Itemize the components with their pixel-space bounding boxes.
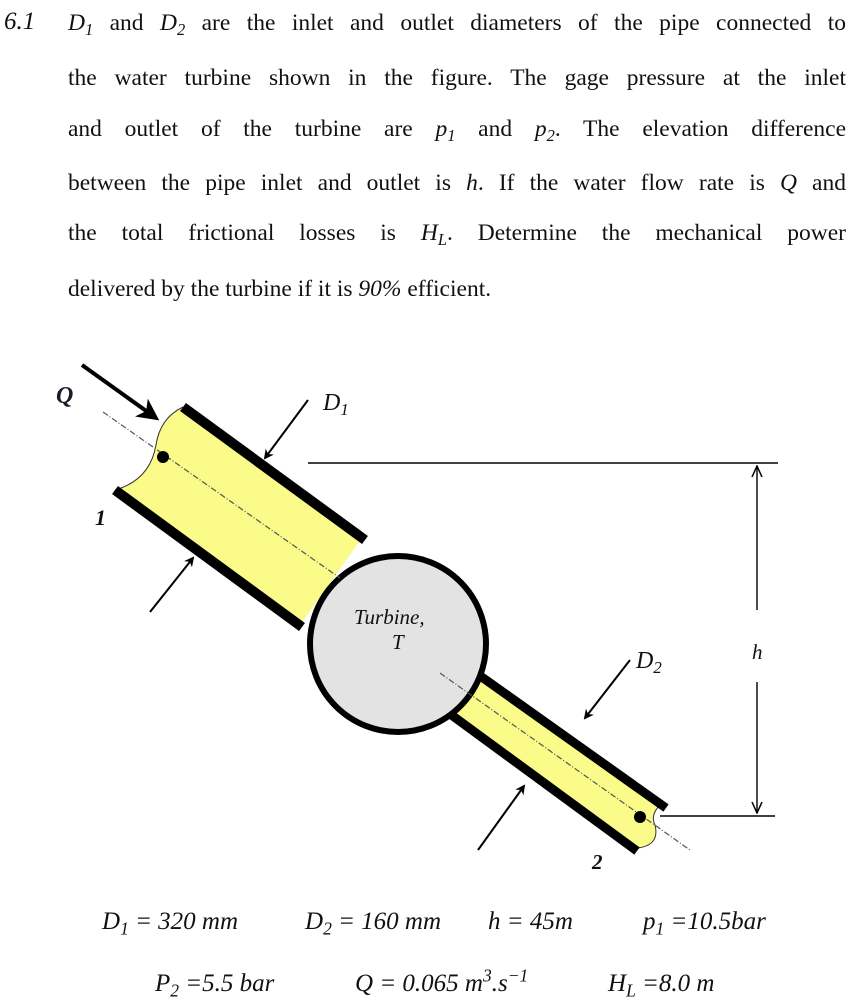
- d2-upper-arrow-icon: [583, 659, 631, 720]
- d1-label: D1: [323, 390, 349, 420]
- given-h: h = 45m: [488, 908, 573, 936]
- text: . If the water flow rate is: [477, 170, 780, 196]
- inlet-pipe-lower-wall: [112, 485, 305, 632]
- sub: L: [437, 229, 447, 249]
- elevation-label: h: [750, 640, 765, 665]
- given-values: D1 = 320 mm D2 = 160 mm h = 45m p1 =10.5…: [0, 900, 850, 1008]
- var-p2: p: [534, 116, 547, 142]
- var-d2: D: [159, 10, 177, 36]
- text: . The elevation difference: [554, 116, 847, 142]
- inlet-pipe: [115, 407, 362, 625]
- var-p1: p: [435, 116, 448, 142]
- var: D: [323, 390, 341, 416]
- sub-2: 2: [176, 19, 186, 39]
- sub: 2: [546, 125, 555, 145]
- station-2-point: [634, 811, 646, 823]
- statement-line-1: D1 and D2 are the inlet and outlet diame…: [68, 8, 846, 38]
- statement-line-5: the total frictional losses is HL. Deter…: [68, 218, 846, 248]
- sub: 1: [447, 125, 456, 145]
- d2-lower-arrow-icon: [477, 784, 526, 851]
- given-d2: D2 = 160 mm: [305, 908, 442, 939]
- given-q: Q = 0.065 m3.s−1: [355, 967, 528, 998]
- statement-line-3: and outlet of the turbine are p1 and p2.…: [68, 114, 846, 144]
- sub: 1: [340, 400, 349, 420]
- var: D: [305, 908, 324, 935]
- text: between the pipe inlet and outlet is: [68, 170, 467, 196]
- var-q: Q: [779, 170, 797, 196]
- given-hl: HL =8.0 m: [608, 970, 715, 1001]
- outlet-centerline: [439, 672, 691, 851]
- statement-line-4: between the pipe inlet and outlet is h. …: [68, 168, 846, 198]
- elevation-dimension: [308, 462, 778, 817]
- var: Q: [355, 970, 374, 997]
- d1-upper-arrow-icon: [263, 399, 309, 460]
- var-hl: H: [420, 220, 438, 246]
- var: D: [102, 908, 121, 935]
- unit: .s: [491, 970, 508, 997]
- var: H: [608, 970, 627, 997]
- given-d1: D1 = 320 mm: [102, 908, 239, 939]
- d2-label: D2: [636, 648, 662, 678]
- flow-arrow-icon: [80, 363, 160, 421]
- d1-lower-arrow-icon: [149, 556, 195, 613]
- inlet-pipe-upper-wall: [180, 402, 368, 545]
- value: =10.5bar: [664, 908, 766, 935]
- text: are the inlet and outlet diameters of th…: [185, 10, 846, 36]
- text: efficient.: [401, 276, 492, 302]
- sub: 2: [170, 980, 180, 1001]
- sup: 3: [483, 965, 492, 986]
- text: . Determine the mechanical power: [446, 220, 846, 246]
- text: the total frictional losses is: [68, 220, 421, 246]
- outlet-pipe-upper-wall: [452, 654, 669, 812]
- sub: 1: [655, 918, 665, 939]
- outlet-pipe-lower-wall: [443, 707, 640, 855]
- statement-line-6: delivered by the turbine if it is 90% ef…: [68, 274, 846, 304]
- turbine-label-line2: T: [392, 630, 404, 654]
- sub: 2: [323, 918, 332, 939]
- station-2-label: 2: [592, 850, 603, 874]
- text: and: [796, 170, 846, 196]
- inlet-centerline: [102, 411, 341, 579]
- var: p: [643, 908, 656, 935]
- var: P: [155, 970, 171, 997]
- sub-1: 1: [84, 19, 94, 39]
- sub: 2: [653, 658, 662, 678]
- var-d1: D: [68, 10, 85, 36]
- turbine-body: [307, 553, 489, 735]
- pipe-turbine-diagram: [80, 363, 778, 855]
- turbine-label-line1: Turbine,: [354, 605, 425, 629]
- station-1-point: [157, 451, 169, 463]
- value: = 160 mm: [331, 908, 442, 935]
- var-h: h: [466, 170, 478, 196]
- sub: L: [626, 980, 636, 1001]
- problem-number: 6.1: [4, 8, 36, 35]
- sup: −1: [507, 965, 529, 986]
- value: = 45m: [500, 908, 573, 935]
- var: D: [636, 648, 654, 674]
- text: and: [93, 10, 160, 36]
- station-1-label: 1: [95, 505, 106, 530]
- statement-line-2: the water turbine shown in the figure. T…: [68, 65, 846, 91]
- text: and: [455, 116, 535, 142]
- text: delivered by the turbine if it is: [68, 276, 359, 302]
- value: = 0.065 m: [373, 970, 483, 997]
- value: = 320 mm: [128, 908, 239, 935]
- flow-label: Q: [56, 383, 74, 409]
- sub: 1: [120, 918, 129, 939]
- var: h: [488, 908, 501, 935]
- efficiency-value: 90%: [358, 276, 402, 302]
- value: =5.5 bar: [179, 970, 275, 997]
- text: and outlet of the turbine are: [68, 116, 436, 142]
- turbine-figure: Q D1 1 Turbine, T D2 h 2: [0, 340, 850, 900]
- value: =8.0 m: [635, 970, 715, 997]
- given-p1: p1 =10.5bar: [643, 908, 766, 939]
- outlet-pipe: [445, 660, 660, 848]
- given-p2: P2 =5.5 bar: [155, 970, 275, 1001]
